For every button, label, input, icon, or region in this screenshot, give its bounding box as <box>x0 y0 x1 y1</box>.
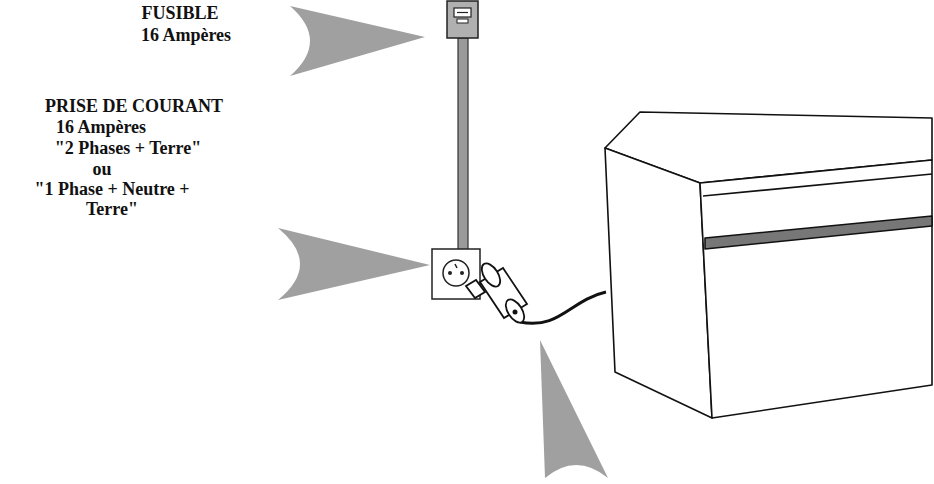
callout-arrow <box>290 6 425 76</box>
callout-arrow <box>540 340 608 478</box>
socket-pin <box>460 271 464 275</box>
fuse-symbol <box>457 12 468 13</box>
fuse-box <box>447 1 478 38</box>
callout-label: 16 Ampères <box>141 25 231 45</box>
socket-face <box>443 260 469 286</box>
fuse-symbol <box>454 8 471 17</box>
callout-label: "2 Phases + Terre" <box>55 138 201 158</box>
socket-pin <box>448 271 452 275</box>
callout-label: FUSIBLE <box>141 3 218 23</box>
power-cable <box>520 292 606 323</box>
callout-label: "1 Phase + Neutre + Terre" <box>27 179 197 219</box>
callout-label: 16 Ampères <box>56 117 146 137</box>
callout-label: PRISE DE COURANT <box>45 96 223 116</box>
callout-label: ou <box>92 159 111 179</box>
plug <box>466 260 528 325</box>
appliance <box>605 112 932 418</box>
socket-earth <box>455 264 457 268</box>
conduit <box>458 38 468 250</box>
fuse-symbol <box>457 19 468 23</box>
callout-arrow <box>278 228 430 300</box>
